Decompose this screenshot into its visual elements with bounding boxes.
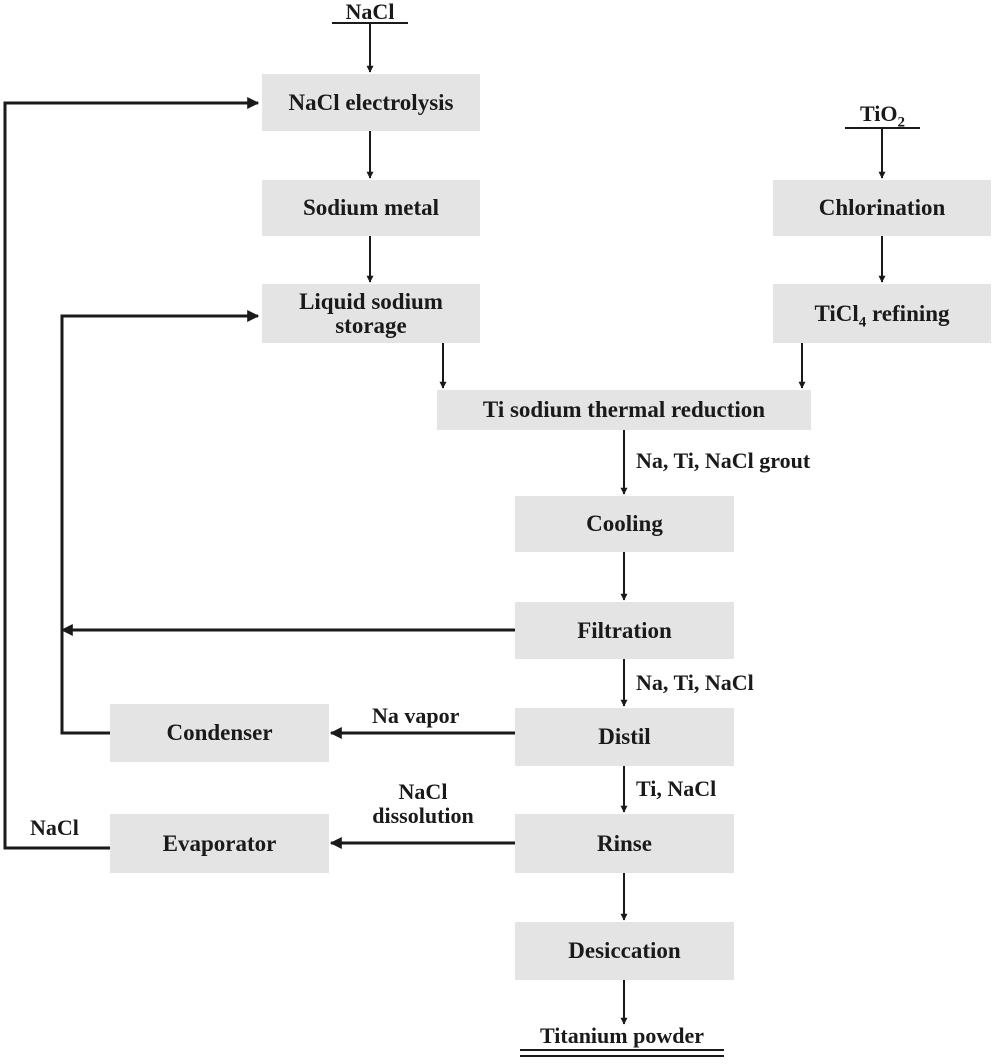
product-label: Titanium powder	[539, 1023, 704, 1048]
tio2-feed-label: TiO2	[845, 101, 920, 130]
ticl4-rest: refining	[866, 300, 950, 326]
desiccation-label: Desiccation	[568, 938, 681, 963]
loop-condenser-to-storage	[60, 310, 260, 735]
desiccation-box: Desiccation	[515, 922, 734, 980]
ticl4-refining-label: TiCl4 refining	[814, 300, 950, 330]
rinse-box: Rinse	[515, 814, 734, 873]
condenser-box: Condenser	[110, 704, 329, 762]
liquid-sodium-storage-line1: Liquid sodium	[299, 288, 443, 314]
ticl4-subscript: 4	[858, 314, 867, 331]
ticl4-base: TiCl	[814, 300, 859, 326]
flow-label-nacl-recycle: NaCl	[30, 815, 79, 840]
nacl-electrolysis-box: NaCl electrolysis	[262, 74, 480, 131]
flow-label-nacl-dissolution: NaCl dissolution	[352, 780, 494, 828]
sodium-metal-label: Sodium metal	[302, 195, 440, 220]
nacl-dissolution-line1: NaCl	[398, 779, 448, 804]
filtration-label: Filtration	[577, 617, 672, 643]
evaporator-label: Evaporator	[162, 830, 277, 856]
tio2-base: TiO	[859, 101, 898, 126]
filtration-box: Filtration	[515, 602, 734, 659]
flow-label-na-vapor: Na vapor	[372, 703, 460, 728]
tio2-subscript: 2	[897, 114, 906, 131]
distil-box: Distil	[515, 708, 734, 766]
cooling-box: Cooling	[515, 496, 734, 552]
evaporator-box: Evaporator	[110, 814, 329, 873]
chlorination-box: Chlorination	[773, 180, 991, 236]
cooling-label: Cooling	[586, 511, 663, 536]
condenser-label: Condenser	[166, 720, 273, 745]
chlorination-label: Chlorination	[818, 195, 946, 220]
flow-label-ti-nacl: Ti, NaCl	[636, 776, 717, 801]
nacl-electrolysis-label: NaCl electrolysis	[288, 89, 454, 115]
nacl-dissolution-line2: dissolution	[372, 803, 474, 828]
nacl-feed-label: NaCl	[345, 0, 395, 24]
rinse-label: Rinse	[597, 830, 652, 856]
reduction-label: Ti sodium thermal reduction	[482, 397, 766, 422]
flow-label-grout: Na, Ti, NaCl grout	[636, 448, 811, 473]
liquid-sodium-storage-line2: storage	[335, 312, 407, 338]
liquid-sodium-storage-box: Liquid sodium storage	[262, 284, 480, 343]
distil-label: Distil	[598, 724, 651, 749]
flow-label-na-ti-nacl: Na, Ti, NaCl	[636, 670, 754, 695]
loop-evaporator-to-electrolysis	[3, 97, 260, 850]
sodium-metal-box: Sodium metal	[262, 180, 480, 236]
ticl4-refining-box: TiCl4 refining	[773, 284, 991, 343]
ti-sodium-thermal-reduction-box: Ti sodium thermal reduction	[437, 390, 811, 430]
